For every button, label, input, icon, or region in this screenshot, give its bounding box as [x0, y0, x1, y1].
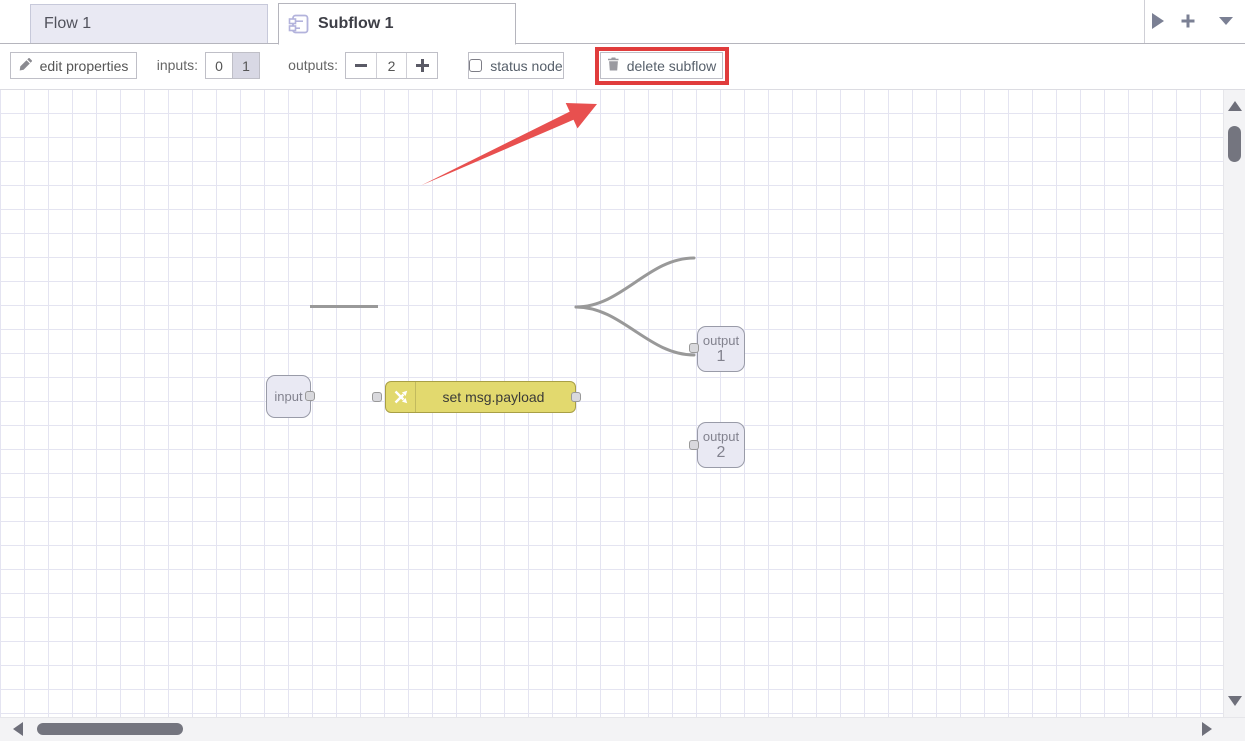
tab-subflow-1[interactable]: Subflow 1 [278, 3, 516, 45]
outputs-decrement-button[interactable] [346, 53, 376, 78]
edit-properties-button[interactable]: edit properties [10, 52, 137, 79]
scroll-left-icon[interactable] [13, 722, 23, 736]
output2-node-input-port[interactable] [689, 440, 699, 450]
vertical-scrollbar-thumb[interactable] [1228, 126, 1241, 162]
inputs-option-1[interactable]: 1 [232, 53, 259, 78]
flow-canvas[interactable]: input set msg.payload output 1 output 2 [0, 90, 1223, 717]
scroll-up-icon[interactable] [1228, 101, 1242, 111]
flow-tab-bar: Flow 1 Subflow 1 [0, 0, 1245, 45]
change-node-label: set msg.payload [442, 389, 545, 405]
expand-tabs-icon[interactable] [1152, 13, 1164, 29]
status-node-checkbox[interactable] [469, 59, 483, 72]
delete-subflow-label: delete subflow [626, 57, 717, 74]
wire-layer [310, 103, 696, 357]
change-node-output-port[interactable] [571, 392, 581, 402]
output1-node-input-port[interactable] [689, 343, 699, 353]
change-node-input-port[interactable] [372, 392, 382, 402]
pencil-icon [19, 57, 33, 74]
inputs-toggle-group: 0 1 [205, 52, 260, 79]
status-node-label: status node [490, 57, 563, 74]
delete-subflow-button[interactable]: delete subflow [600, 52, 723, 79]
tab-flow-1[interactable]: Flow 1 [30, 4, 268, 43]
subflow-output-2-node[interactable]: output 2 [697, 422, 745, 468]
input-node-output-port[interactable] [305, 391, 315, 401]
subflow-output-1-node[interactable]: output 1 [697, 326, 745, 372]
trash-icon [607, 57, 620, 74]
outputs-value[interactable]: 2 [375, 53, 407, 78]
minus-icon [354, 64, 367, 67]
scroll-down-icon[interactable] [1228, 696, 1242, 706]
change-node[interactable]: set msg.payload [385, 381, 576, 413]
outputs-label: outputs: [288, 57, 338, 73]
inputs-option-0[interactable]: 0 [206, 53, 232, 78]
wire-change-to-output1[interactable] [574, 256, 696, 309]
horizontal-scrollbar-thumb[interactable] [37, 723, 183, 735]
input-node-label: input [274, 388, 303, 404]
add-flow-icon[interactable] [1179, 12, 1197, 30]
output1-label: output [702, 332, 740, 348]
tab-subflow-1-label: Subflow 1 [318, 15, 394, 32]
flow-menu-caret-icon[interactable] [1219, 17, 1233, 25]
horizontal-scrollbar-track[interactable] [0, 717, 1245, 741]
plus-icon [415, 59, 429, 72]
output2-label: output [702, 428, 740, 444]
inputs-label: inputs: [156, 57, 198, 73]
edit-properties-label: edit properties [39, 57, 129, 74]
shuffle-icon [386, 382, 416, 412]
subflow-input-node[interactable]: input [266, 375, 311, 418]
subflow-toolbar: edit properties inputs: 0 1 outputs: 2 s… [0, 44, 1245, 90]
tab-flow-1-label: Flow 1 [44, 15, 92, 32]
scroll-right-icon[interactable] [1202, 722, 1212, 736]
subflow-icon [288, 13, 310, 35]
status-node-button[interactable]: status node [468, 52, 564, 79]
vertical-scrollbar-track[interactable] [1223, 90, 1245, 717]
outputs-increment-button[interactable] [406, 53, 438, 78]
tab-bar-separator [1144, 0, 1145, 43]
outputs-spinner: 2 [345, 52, 438, 79]
output1-number: 1 [716, 347, 726, 365]
red-annotation-arrow [421, 103, 597, 186]
output2-number: 2 [716, 443, 726, 461]
wire-change-to-output2[interactable] [574, 305, 696, 357]
